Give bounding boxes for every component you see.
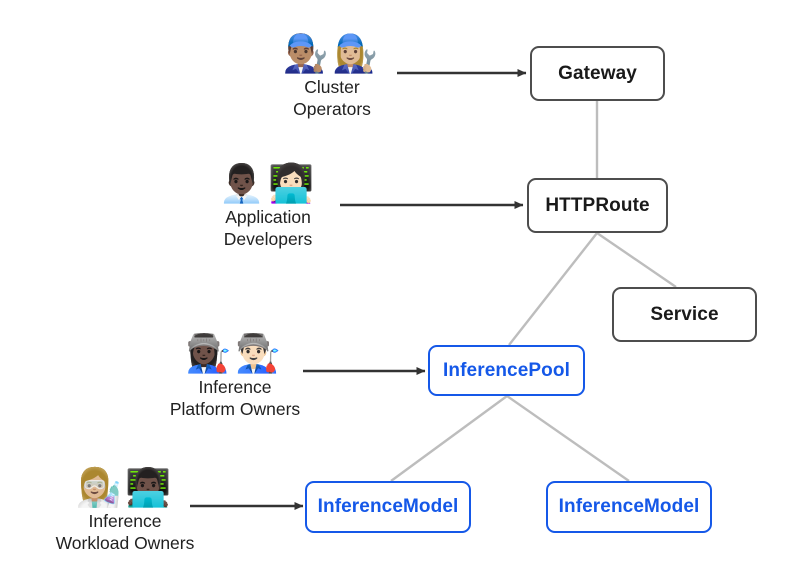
node-service-label: Service bbox=[650, 303, 719, 325]
persona-inference-workload-owners-label: Inference Workload Owners bbox=[56, 510, 195, 554]
persona-label-line: Workload Owners bbox=[55, 533, 195, 553]
persona-inference-workload-owners: 👩🏼‍🔬👨🏿‍💻 Inference Workload Owners bbox=[15, 466, 235, 554]
edge-inferencepool-to-inferencemodel-1 bbox=[390, 395, 508, 482]
persona-label-line: Inference bbox=[198, 377, 272, 397]
persona-cluster-operators-label: Cluster Operators bbox=[293, 76, 371, 120]
node-httproute[interactable]: HTTPRoute bbox=[527, 178, 668, 233]
persona-label-line: Cluster bbox=[304, 77, 360, 97]
node-service[interactable]: Service bbox=[612, 287, 757, 342]
persona-application-developers: 👨🏿‍💼👩🏻‍💻 Application Developers bbox=[158, 162, 378, 250]
persona-label-line: Platform Owners bbox=[169, 399, 301, 419]
construction-worker-pair-icon: 👩🏿‍🏭👨🏻‍🏭 bbox=[185, 333, 285, 374]
node-inferencepool-label: InferencePool bbox=[443, 359, 570, 381]
node-gateway[interactable]: Gateway bbox=[530, 46, 665, 101]
developer-pair-icon: 👨🏿‍💼👩🏻‍💻 bbox=[218, 163, 318, 204]
node-gateway-label: Gateway bbox=[558, 62, 637, 84]
node-inferencemodel-1[interactable]: InferenceModel bbox=[305, 481, 471, 533]
node-httproute-label: HTTPRoute bbox=[545, 194, 650, 216]
edge-inferencepool-to-inferencemodel-2 bbox=[506, 395, 630, 482]
persona-label-line: Application bbox=[225, 207, 311, 227]
resource-connector-lines bbox=[390, 101, 677, 482]
node-inferencepool[interactable]: InferencePool bbox=[428, 345, 585, 396]
node-inferencemodel-1-label: InferenceModel bbox=[317, 496, 459, 517]
edge-httproute-to-inferencepool bbox=[508, 232, 598, 346]
scientist-developer-pair-icon: 👩🏼‍🔬👨🏿‍💻 bbox=[75, 467, 175, 508]
mechanic-pair-icon: 👨🏽‍🔧👩🏼‍🔧 bbox=[282, 33, 382, 74]
persona-inference-platform-owners-label: Inference Platform Owners bbox=[170, 376, 300, 420]
persona-application-developers-label: Application Developers bbox=[224, 206, 313, 250]
node-inferencemodel-2-label: InferenceModel bbox=[558, 496, 700, 517]
persona-inference-platform-owners: 👩🏿‍🏭👨🏻‍🏭 Inference Platform Owners bbox=[125, 332, 345, 420]
persona-cluster-operators: 👨🏽‍🔧👩🏼‍🔧 Cluster Operators bbox=[222, 32, 442, 120]
persona-label-line: Inference bbox=[88, 511, 162, 531]
persona-label-line: Developers bbox=[223, 229, 313, 249]
edge-httproute-to-service bbox=[596, 232, 677, 288]
node-inferencemodel-2[interactable]: InferenceModel bbox=[546, 481, 712, 533]
persona-label-line: Operators bbox=[293, 99, 371, 119]
persona-arrows bbox=[190, 69, 527, 510]
